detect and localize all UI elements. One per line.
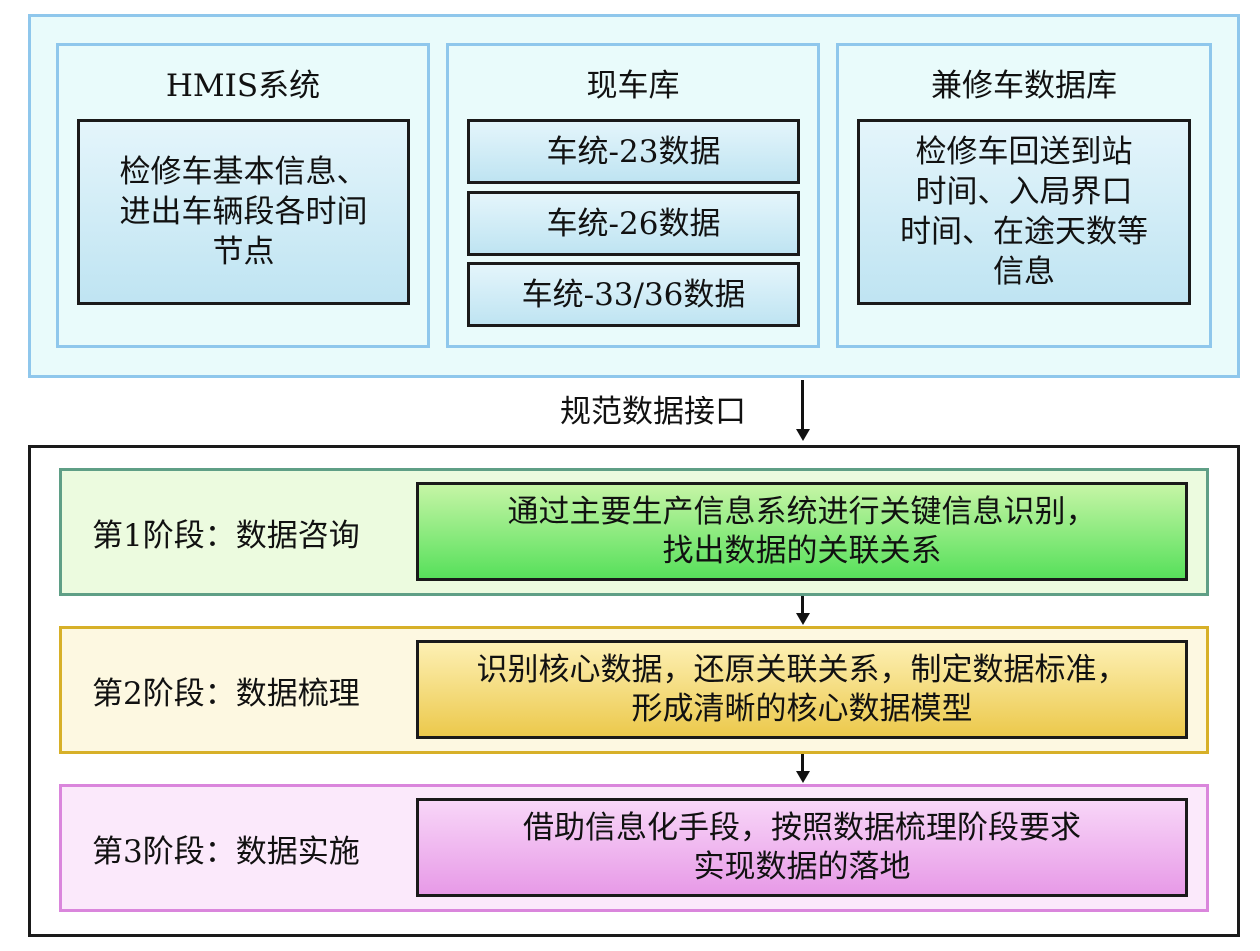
- stage-2-description: 识别核心数据，还原关联关系，制定数据标准， 形成清晰的核心数据模型: [416, 640, 1188, 739]
- stage-1-label: 第1阶段：数据咨询: [92, 517, 360, 554]
- stage-2-label: 第2阶段：数据梳理: [92, 675, 360, 712]
- repair-info-line: 信息: [993, 254, 1055, 290]
- chetong-26-label: 车统-26数据: [546, 205, 721, 242]
- repair-info-line: 时间、入局界口: [915, 174, 1133, 210]
- repair-info-line: 检修车回送到站: [915, 134, 1133, 170]
- interface-arrow-head: [795, 429, 810, 441]
- stage-1-line: 找出数据的关联关系: [662, 532, 942, 569]
- stage-2-line: 形成清晰的核心数据模型: [631, 690, 973, 727]
- repair-info-line: 时间、在途天数等: [900, 214, 1148, 250]
- stage-2-to-3-arrow-line: [801, 754, 804, 772]
- chetong-26-box: 车统-26数据: [467, 191, 800, 256]
- interface-arrow-line: [801, 380, 804, 430]
- stage-1-to-2-arrow-head: [795, 613, 810, 625]
- chetong-23-box: 车统-23数据: [467, 119, 800, 184]
- repair-car-db-title: 兼修车数据库: [931, 68, 1117, 104]
- stage-2-line: 识别核心数据，还原关联关系，制定数据标准，: [476, 651, 1128, 688]
- current-car-db-title: 现车库: [586, 68, 680, 104]
- interface-label: 规范数据接口: [560, 394, 746, 430]
- chetong-33-36-box: 车统-33/36数据: [467, 262, 800, 327]
- stage-3-label: 第3阶段：数据实施: [92, 833, 360, 870]
- stage-1-line: 通过主要生产信息系统进行关键信息识别，: [507, 493, 1097, 530]
- stage-3-line: 实现数据的落地: [693, 848, 911, 885]
- hmis-info-line: 进出车辆段各时间: [119, 194, 368, 230]
- hmis-info-line: 节点: [212, 234, 275, 270]
- chetong-23-label: 车统-23数据: [546, 133, 721, 170]
- chetong-33-36-label: 车统-33/36数据: [521, 276, 746, 313]
- hmis-info-box: 检修车基本信息、 进出车辆段各时间 节点: [77, 119, 410, 305]
- stage-1-to-2-arrow-line: [801, 596, 804, 614]
- repair-car-info-box: 检修车回送到站 时间、入局界口 时间、在途天数等 信息: [857, 119, 1191, 305]
- stage-3-description: 借助信息化手段，按照数据梳理阶段要求 实现数据的落地: [416, 798, 1188, 897]
- stage-1-description: 通过主要生产信息系统进行关键信息识别， 找出数据的关联关系: [416, 482, 1188, 581]
- stage-2-to-3-arrow-head: [795, 771, 810, 783]
- hmis-info-line: 检修车基本信息、: [119, 154, 368, 190]
- stage-3-line: 借助信息化手段，按照数据梳理阶段要求: [523, 809, 1081, 846]
- hmis-system-title: HMIS系统: [165, 68, 321, 104]
